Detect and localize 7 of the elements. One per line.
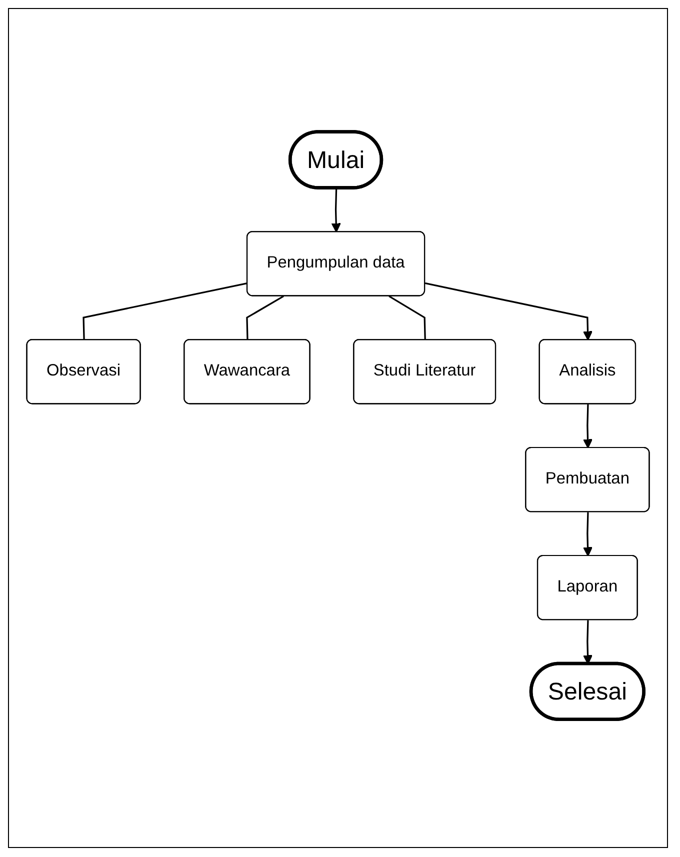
arrow	[582, 404, 593, 448]
connector	[388, 295, 426, 340]
connector	[82, 282, 248, 340]
arrow	[582, 512, 593, 556]
connector	[246, 295, 284, 340]
arrow	[331, 188, 341, 232]
arrow	[424, 282, 593, 340]
